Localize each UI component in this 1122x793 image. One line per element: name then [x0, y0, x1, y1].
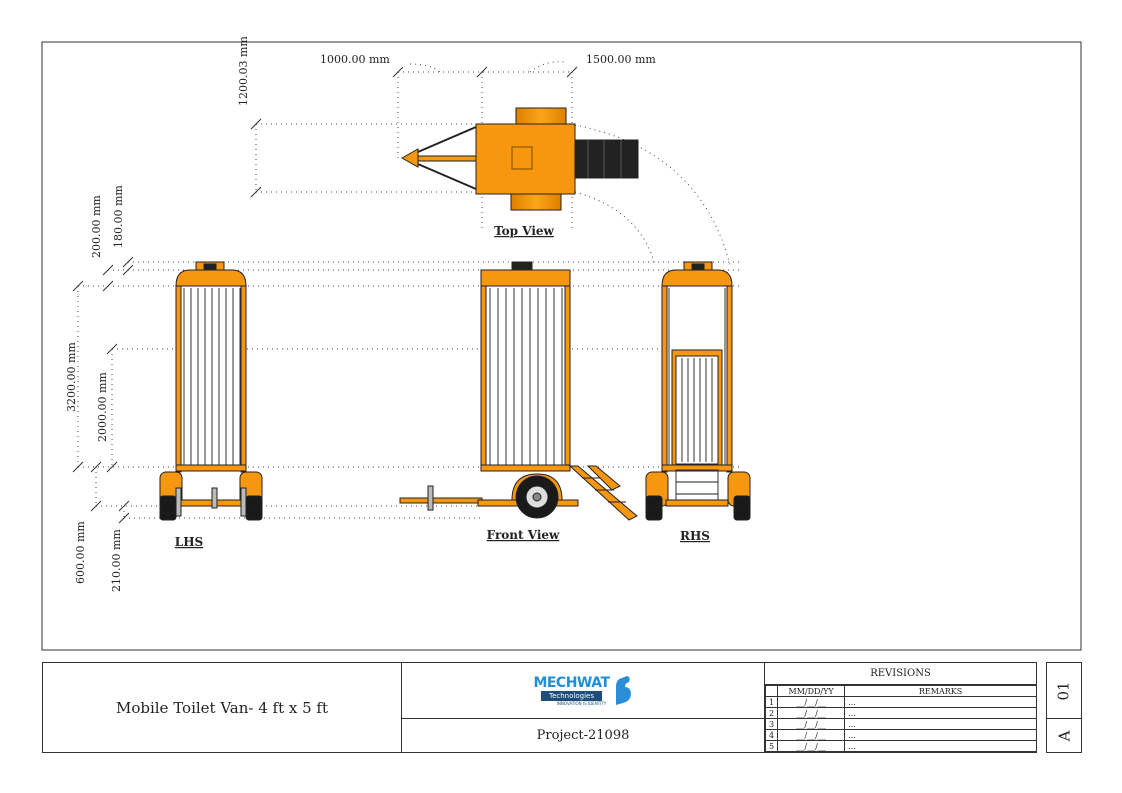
revision-row: 1__/__/__... — [764, 696, 1037, 708]
revision-remarks: ... — [844, 718, 1037, 730]
col-remarks: REMARKS — [844, 685, 1037, 697]
revision-remarks: ... — [844, 729, 1037, 741]
sheet-number: 01 — [1055, 680, 1073, 701]
logo-sub: Technologies — [541, 691, 602, 701]
revision-row: 5__/__/__... — [764, 740, 1037, 752]
revision-remarks: ... — [844, 707, 1037, 719]
revision-no: 5 — [764, 740, 779, 752]
front-view — [399, 261, 638, 521]
revision-row: 2__/__/__... — [764, 707, 1037, 719]
revision-date: __/__/__ — [777, 707, 846, 719]
revision-no: 1 — [764, 696, 779, 708]
label-lhs: LHS — [175, 535, 203, 549]
revision-row: 3__/__/__... — [764, 718, 1037, 730]
revision-remarks: ... — [844, 740, 1037, 752]
logo-tagline: INNOVATION IS IDENTITY — [556, 701, 607, 706]
revision-no: 2 — [764, 707, 779, 719]
revision-remarks: ... — [844, 696, 1037, 708]
revision-no: 3 — [764, 718, 779, 730]
dim-vent-height: 200.00 mm — [90, 195, 103, 258]
company-logo: MECHWAT Technologies INNOVATION IS IDENT… — [402, 663, 765, 719]
dim-top-right: 1500.00 mm — [586, 53, 656, 66]
drawing-title: Mobile Toilet Van- 4 ft x 5 ft — [43, 663, 402, 752]
revisions-heading: REVISIONS — [765, 663, 1036, 685]
revision-date: __/__/__ — [777, 729, 846, 741]
drawing-frame — [41, 41, 1082, 651]
hand-logo-icon — [615, 675, 631, 705]
top-view — [400, 107, 639, 211]
label-front-view: Front View — [487, 528, 560, 542]
dim-overall-height: 3200.00 mm — [65, 342, 78, 412]
title-block: Mobile Toilet Van- 4 ft x 5 ft MECHWAT T… — [42, 662, 1037, 753]
label-rhs: RHS — [680, 529, 710, 543]
dim-ground-clearance: 210.00 mm — [110, 529, 123, 592]
col-date: MM/DD/YY — [777, 685, 846, 697]
revision-row: 4__/__/__... — [764, 729, 1037, 741]
dim-door-height: 2000.00 mm — [96, 372, 109, 442]
dimension-lines — [72, 61, 740, 524]
revision-no: 4 — [764, 729, 779, 741]
dim-top-left: 1000.00 mm — [320, 53, 390, 66]
revision-date: __/__/__ — [777, 740, 846, 752]
project-number: Project-21098 — [402, 719, 765, 752]
revision-date: __/__/__ — [777, 718, 846, 730]
sheet-info-block: 01 A — [1046, 662, 1082, 753]
dim-chassis-height: 600.00 mm — [74, 521, 87, 584]
dim-top-width: 1200.03 mm — [237, 36, 250, 106]
logo-name: MECHWAT — [533, 675, 610, 691]
rhs-view — [645, 261, 751, 521]
revision-date: __/__/__ — [777, 696, 846, 708]
sheet-size: A — [1055, 730, 1073, 741]
dim-roof-height: 180.00 mm — [112, 185, 125, 248]
lhs-view — [159, 261, 263, 521]
label-top-view: Top View — [494, 224, 554, 238]
